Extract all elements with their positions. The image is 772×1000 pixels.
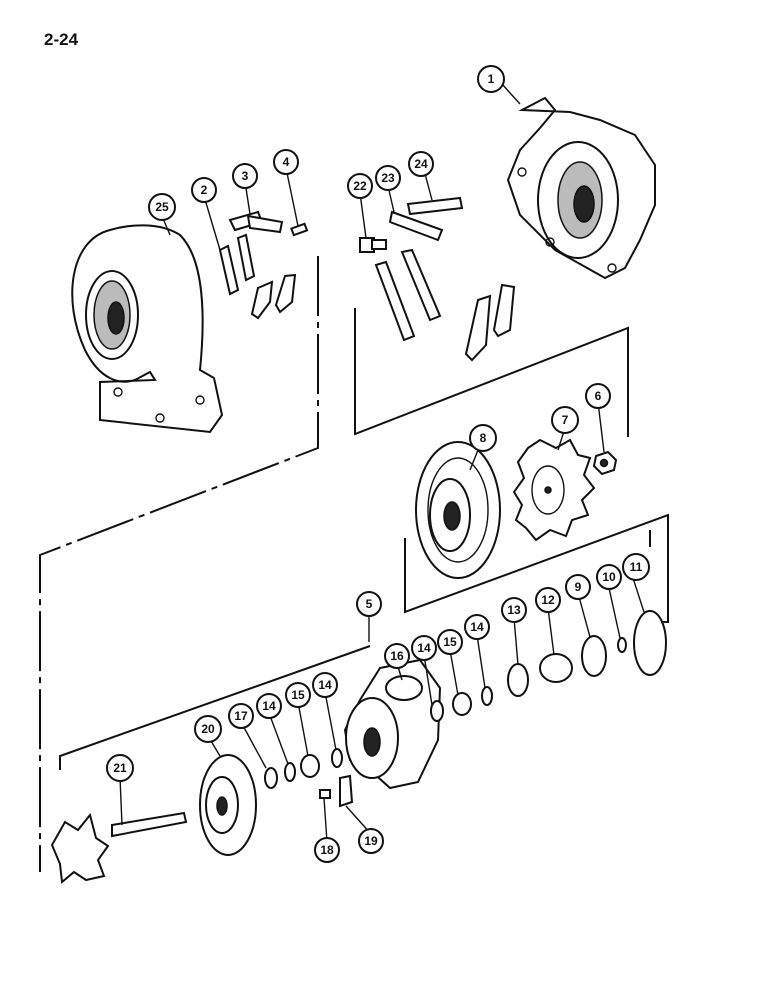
callout-label: 11 [630, 560, 643, 574]
callout-6: 6 [585, 383, 611, 409]
callout-label: 17 [234, 709, 248, 723]
callout-3: 3 [232, 163, 258, 189]
heat-shield [199, 754, 257, 856]
callout-label: 15 [291, 688, 305, 702]
callout-label: 12 [541, 593, 555, 607]
turbine-housing [71, 224, 224, 434]
callout-label: 16 [390, 649, 404, 663]
callout-11: 11 [622, 553, 650, 581]
callout-label: 20 [201, 722, 215, 736]
callout-label: 19 [364, 834, 378, 848]
callout-19: 19 [358, 828, 384, 854]
callout-9: 9 [565, 574, 591, 600]
callout-label: 14 [318, 678, 332, 692]
callout-10: 10 [596, 564, 622, 590]
callout-15: 15 [437, 629, 463, 655]
callout-4: 4 [273, 149, 299, 175]
callout-label: 21 [113, 761, 127, 775]
callout-label: 2 [201, 183, 208, 197]
callout-label: 8 [480, 431, 487, 445]
callout-label: 25 [155, 200, 169, 214]
callout-label: 10 [602, 570, 616, 584]
callout-8: 8 [469, 424, 497, 452]
bolt-lockplate [319, 774, 354, 808]
callout-label: 14 [262, 699, 276, 713]
callout-label: 9 [575, 580, 582, 594]
callout-16: 16 [384, 643, 410, 669]
clamp-plates-left [218, 210, 309, 320]
callout-2: 2 [191, 177, 217, 203]
callout-14: 14 [464, 614, 490, 640]
callout-label: 1 [488, 72, 495, 86]
callout-18: 18 [314, 837, 340, 863]
callout-label: 14 [417, 641, 431, 655]
compressor-housing [506, 96, 656, 280]
callout-label: 6 [595, 389, 602, 403]
compressor-wheel [512, 438, 596, 542]
leader-lines [119, 83, 645, 843]
callout-21: 21 [106, 754, 134, 782]
backplate [415, 441, 501, 579]
callout-label: 18 [320, 843, 334, 857]
callout-24: 24 [408, 151, 434, 177]
callout-label: 13 [507, 603, 521, 617]
callout-20: 20 [194, 715, 222, 743]
clamp-plates-right [359, 196, 516, 362]
callout-label: 24 [414, 157, 428, 171]
callout-13: 13 [501, 597, 527, 623]
callout-14: 14 [312, 672, 338, 698]
callout-label: 14 [470, 620, 484, 634]
nut [592, 450, 618, 476]
callout-22: 22 [347, 173, 373, 199]
page-number: 2-24 [44, 30, 79, 49]
callout-label: 22 [353, 179, 367, 193]
rings-bearings [264, 610, 667, 789]
callout-label: 4 [283, 155, 290, 169]
callout-label: 5 [366, 597, 373, 611]
callout-14: 14 [411, 635, 437, 661]
callout-14: 14 [256, 693, 282, 719]
callout-label: 15 [443, 635, 457, 649]
bearing-housing [343, 658, 442, 790]
callout-label: 3 [242, 169, 249, 183]
callout-5: 5 [356, 591, 382, 617]
callout-7: 7 [551, 406, 579, 434]
callout-25: 25 [148, 193, 176, 221]
callout-15: 15 [285, 682, 311, 708]
callout-1: 1 [477, 65, 505, 93]
callout-12: 12 [535, 587, 561, 613]
callout-23: 23 [375, 165, 401, 191]
callout-17: 17 [228, 703, 254, 729]
turbine-wheel-shaft [50, 811, 188, 884]
callout-label: 23 [381, 171, 395, 185]
callout-label: 7 [562, 413, 569, 427]
